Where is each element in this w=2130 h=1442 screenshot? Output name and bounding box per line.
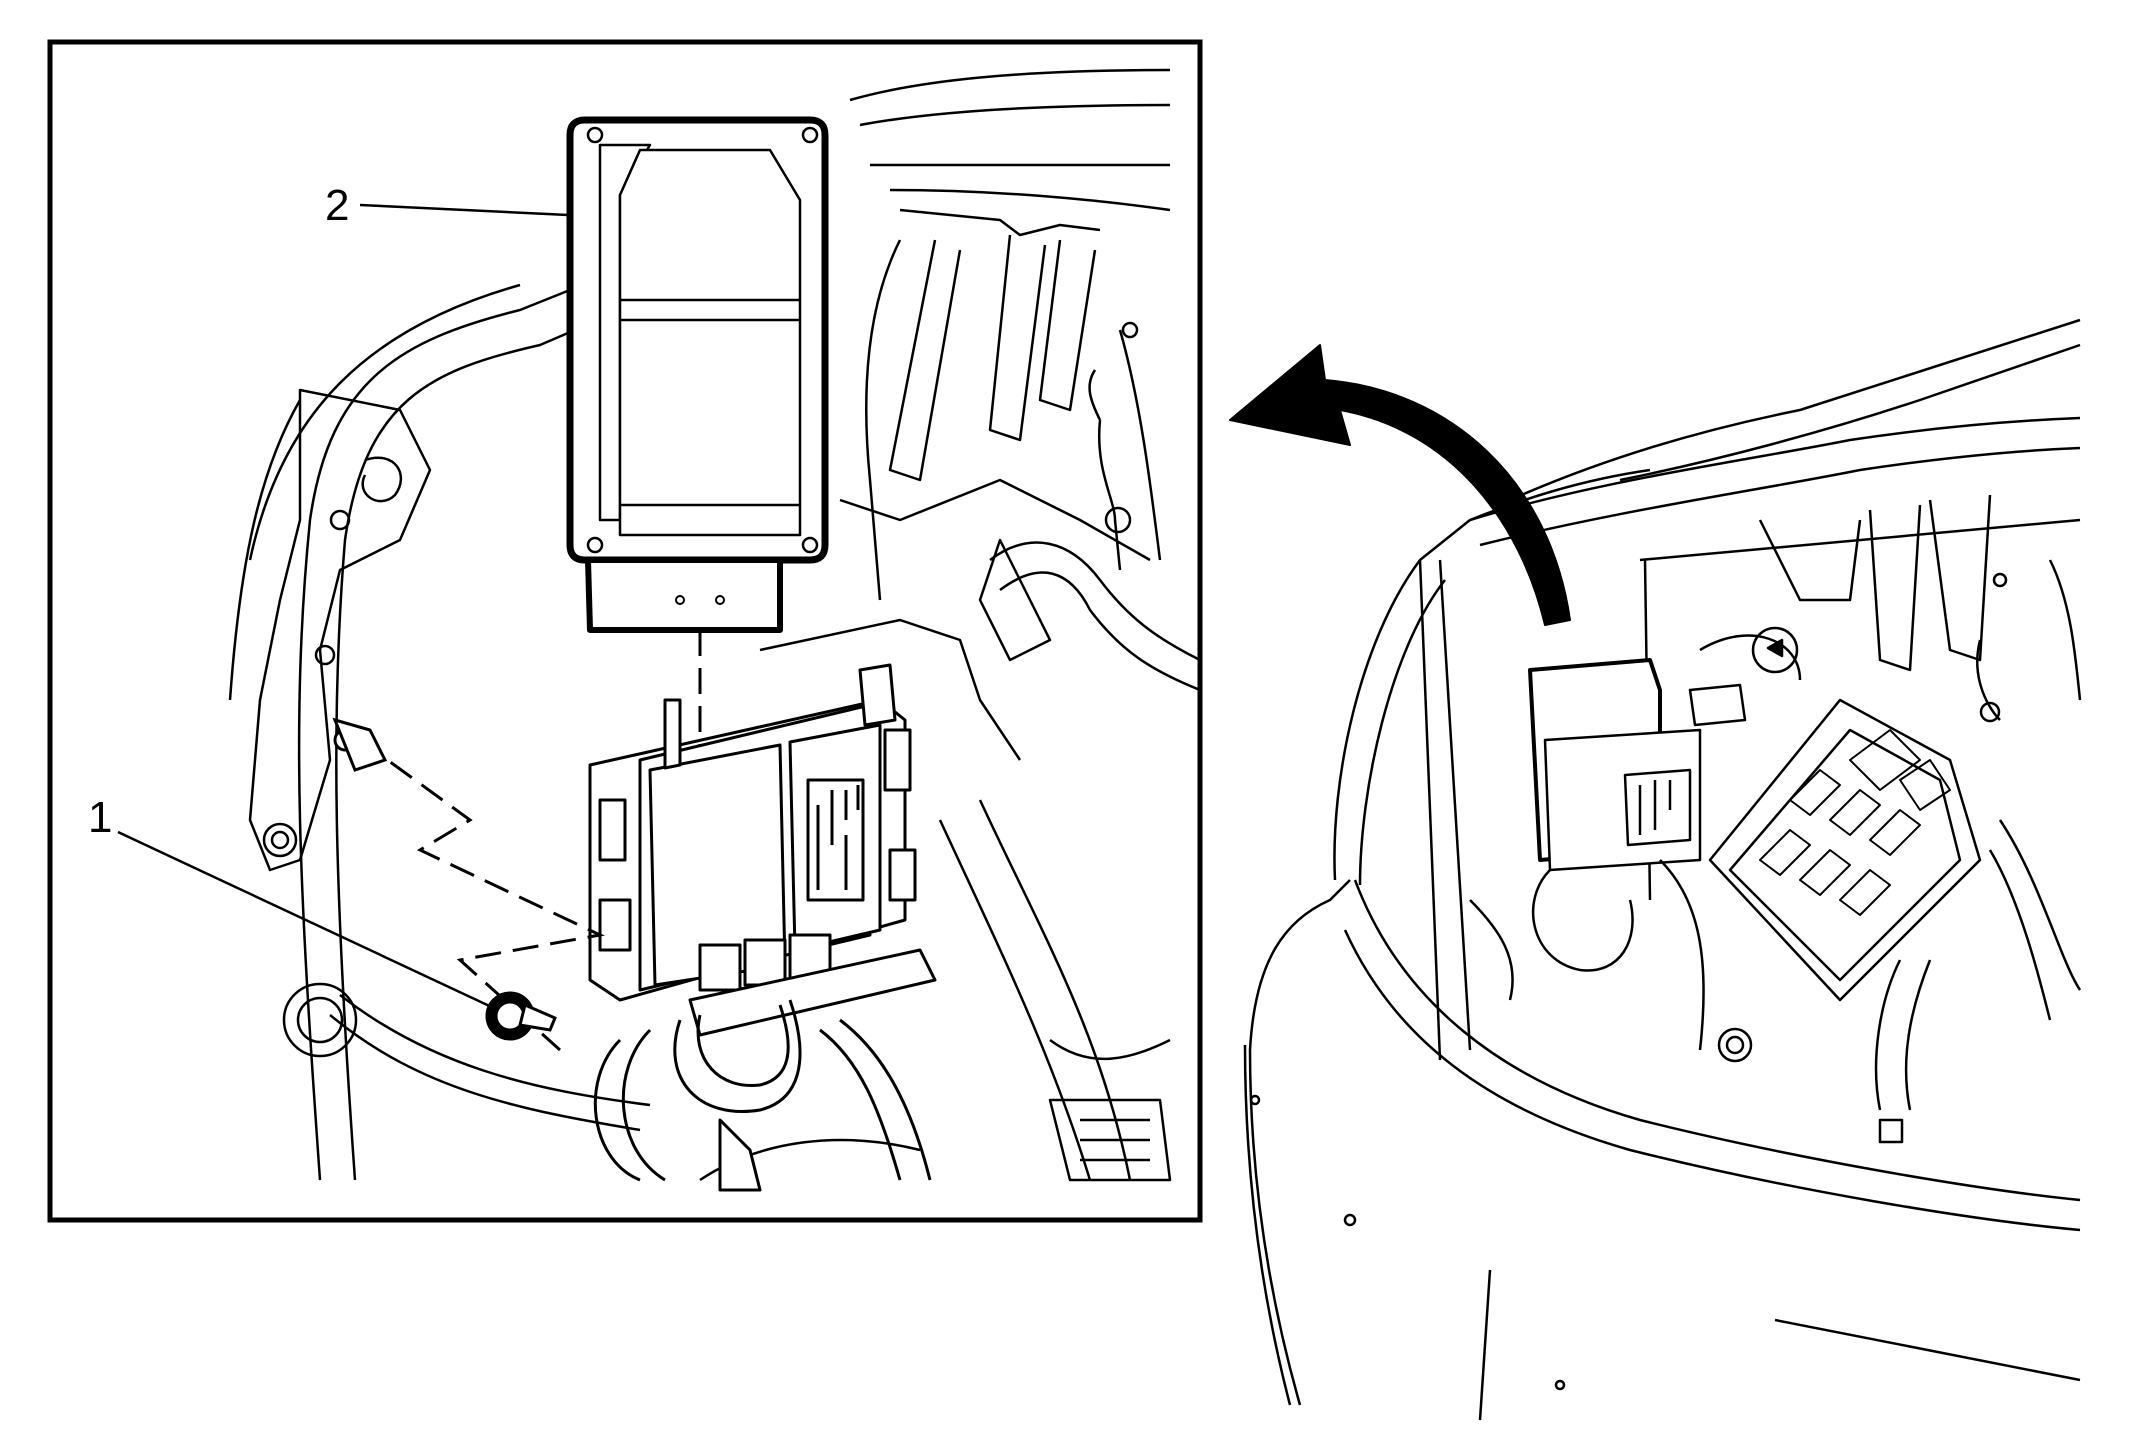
detail-inset: 2 1 [47,39,1203,1223]
callout-1-label: 1 [88,793,112,842]
module-cover [566,116,829,633]
callout-2-label: 2 [325,181,349,230]
direction-arrow [1229,344,1571,626]
callout-1-leader [117,830,499,1012]
module-bracket [588,663,937,1192]
callout-2-leader [359,203,569,217]
mounting-stud [332,717,388,772]
vehicle-locator-view [1229,318,2082,1421]
nut [485,991,557,1041]
inset-background-body [228,68,1201,1182]
